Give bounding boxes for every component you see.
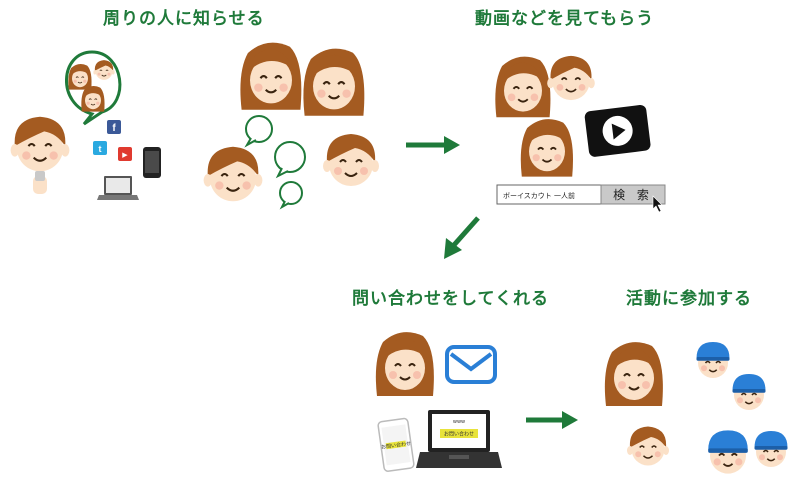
chat-bubble-icon-3	[279, 181, 303, 210]
member-face-1	[603, 341, 664, 407]
svg-text:f: f	[112, 123, 116, 134]
svg-text:お問い合わせ: お問い合わせ	[381, 440, 412, 451]
search-bar[interactable]: ボーイスカウト 一人前	[496, 184, 602, 205]
twitter-icon: t	[93, 141, 107, 155]
scout-face-2	[731, 373, 767, 411]
video-player-icon	[584, 104, 651, 157]
viewer-face-1	[494, 55, 552, 119]
viewer-face-2	[546, 55, 596, 101]
phone-inquiry-icon: お問い合わせ	[377, 417, 415, 472]
svg-text:▶: ▶	[122, 151, 128, 159]
scout-face-4	[753, 430, 789, 468]
inquirer-face	[374, 331, 435, 397]
svg-text:お問い合わせ: お問い合わせ	[444, 431, 474, 438]
arrow-down-left-icon	[444, 216, 480, 259]
facebook-icon: f	[107, 120, 121, 134]
search-query: ボーイスカウト 一人前	[503, 191, 575, 200]
step-title-join: 活動に参加する	[626, 289, 752, 309]
youtube-icon: ▶	[118, 147, 132, 161]
friend-face-1	[239, 41, 303, 111]
friend-face-4	[322, 133, 380, 187]
step-title-notify: 周りの人に知らせる	[103, 9, 265, 29]
scout-face-3	[707, 429, 749, 475]
member-face-2	[626, 425, 670, 467]
laptop-inquiry-icon: www お問い合わせ	[416, 410, 502, 468]
chat-bubble-icon-1	[244, 115, 273, 148]
bubble-face-bottom	[80, 85, 105, 112]
arrow-right-icon-2	[526, 411, 578, 429]
viewer-face-3	[519, 118, 574, 178]
step-title-watch: 動画などを見てもらう	[475, 9, 655, 29]
friend-face-3	[202, 145, 264, 203]
cursor-icon	[652, 195, 663, 213]
step-title-inquire: 問い合わせをしてくれる	[352, 289, 549, 309]
smartphone-icon	[143, 147, 161, 178]
chat-bubble-icon-2	[274, 141, 306, 179]
svg-text:www: www	[453, 419, 465, 425]
mail-icon	[445, 345, 497, 384]
friend-face-2	[302, 47, 366, 117]
svg-text:t: t	[99, 144, 102, 154]
hand-icon	[33, 171, 47, 194]
scout-face-1	[695, 341, 731, 379]
arrow-right-icon-1	[406, 136, 460, 154]
person-with-phone	[9, 115, 71, 173]
search-button-label: 検 索	[613, 188, 653, 202]
search-button[interactable]: 検 索	[600, 184, 666, 205]
laptop-icon	[97, 176, 139, 200]
bubble-face-left	[67, 63, 92, 90]
